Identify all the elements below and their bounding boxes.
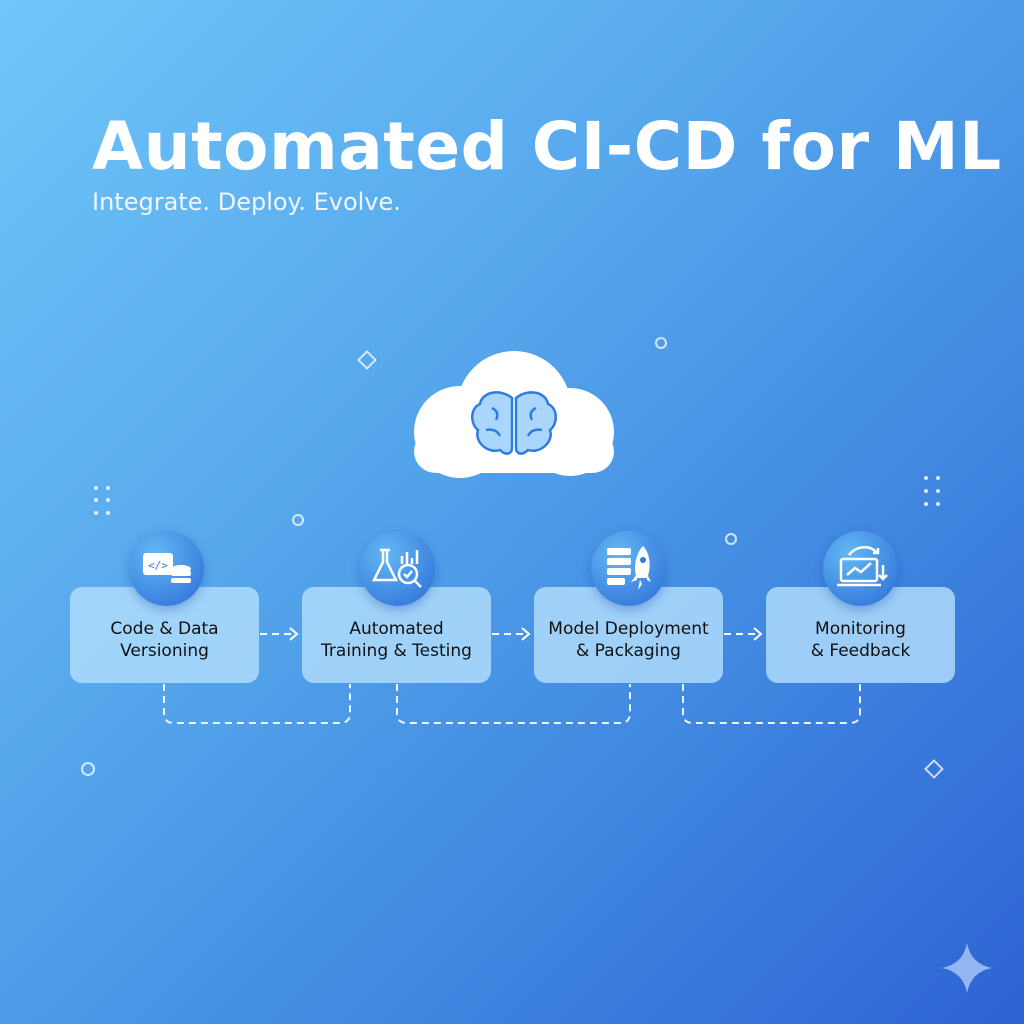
server-rocket-icon	[591, 531, 666, 606]
stage-label: Training & Testing	[321, 641, 472, 661]
sparkle-icon	[942, 943, 992, 993]
code-database-icon: </>	[129, 531, 204, 606]
brain-icon	[471, 391, 557, 455]
page-subtitle: Integrate. Deploy. Evolve.	[92, 188, 401, 216]
stage-label: Versioning	[120, 641, 209, 661]
diamond-decoration	[924, 759, 944, 779]
loop-connector	[682, 684, 861, 724]
stage-label: Code & Data	[110, 619, 219, 639]
circle-decoration	[292, 514, 304, 526]
stage-label: Model Deployment	[548, 619, 709, 639]
loop-connector	[163, 684, 351, 724]
diamond-decoration	[357, 350, 377, 370]
monitor-chart-refresh-icon	[823, 531, 898, 606]
cloud	[414, 351, 614, 478]
flask-chart-check-icon	[360, 531, 435, 606]
svg-text:</>: </>	[148, 559, 168, 572]
loop-connector	[396, 684, 631, 724]
stage-label: Automated	[349, 619, 444, 639]
dot-grid-decoration	[94, 476, 940, 515]
stage-label: & Packaging	[576, 641, 681, 661]
circle-decoration	[655, 337, 667, 349]
page-title: Automated CI-CD for ML	[92, 108, 1002, 185]
stage-label: & Feedback	[810, 641, 911, 661]
circle-decoration	[725, 533, 737, 545]
circle-decoration	[81, 762, 95, 776]
stage-label: Monitoring	[815, 619, 906, 639]
